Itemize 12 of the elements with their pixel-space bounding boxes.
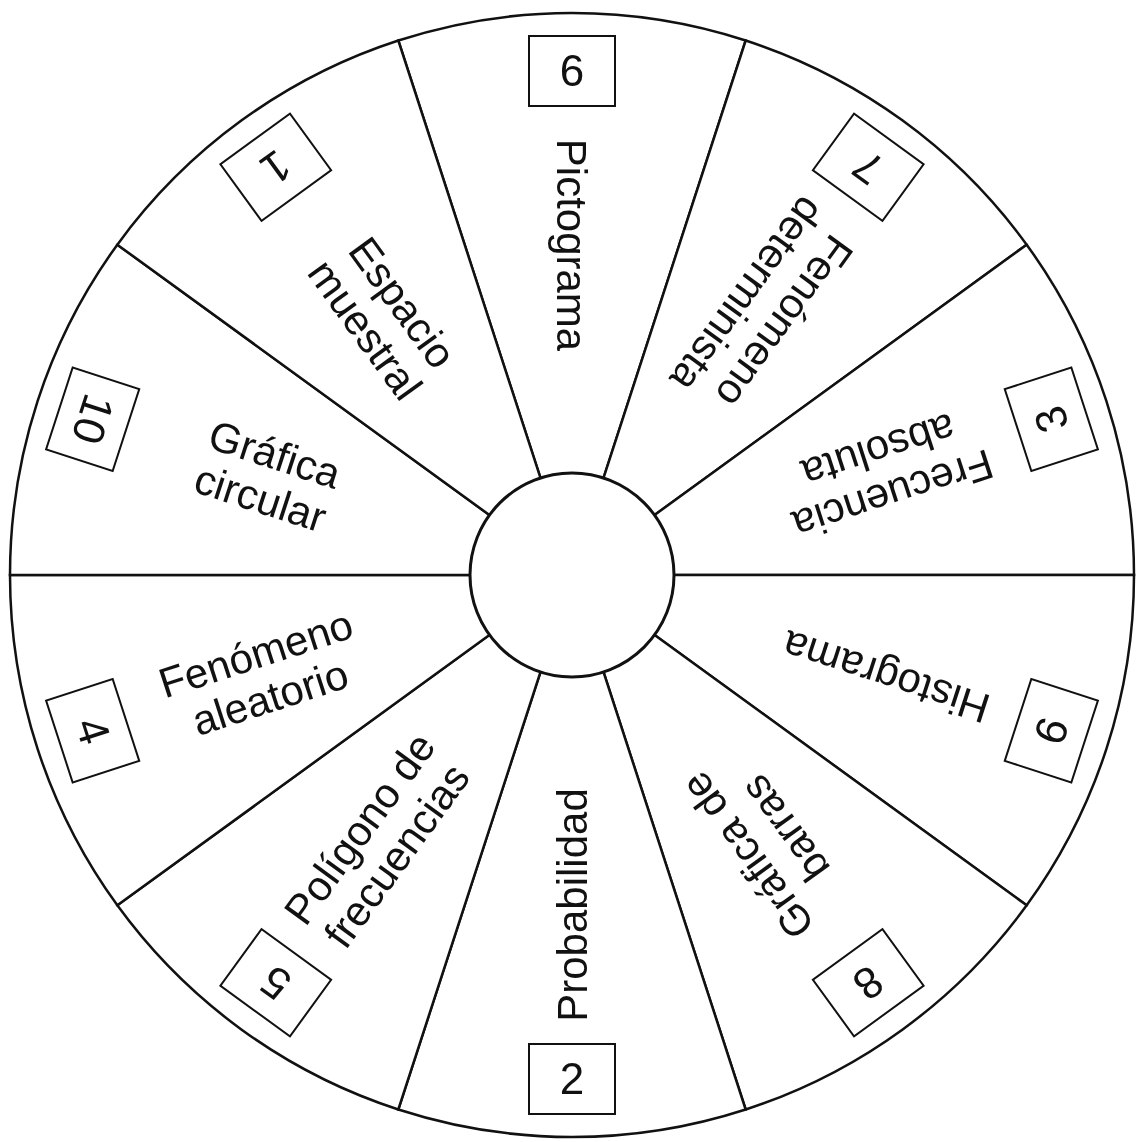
- number-box: 8: [811, 927, 925, 1038]
- number-box: 1: [219, 112, 333, 223]
- number-box: 6: [528, 35, 616, 107]
- sector-label: Probabilidad: [548, 788, 596, 1022]
- sector-label: Gráfica circular: [188, 411, 347, 542]
- number-box: 4: [44, 677, 141, 784]
- number-box: 9: [1003, 677, 1100, 784]
- sector-label: Pictograma: [548, 138, 596, 352]
- number-box: 10: [44, 366, 141, 473]
- number-box: 3: [1003, 366, 1100, 473]
- number-box: 2: [528, 1043, 616, 1115]
- hub-circle: [468, 471, 676, 679]
